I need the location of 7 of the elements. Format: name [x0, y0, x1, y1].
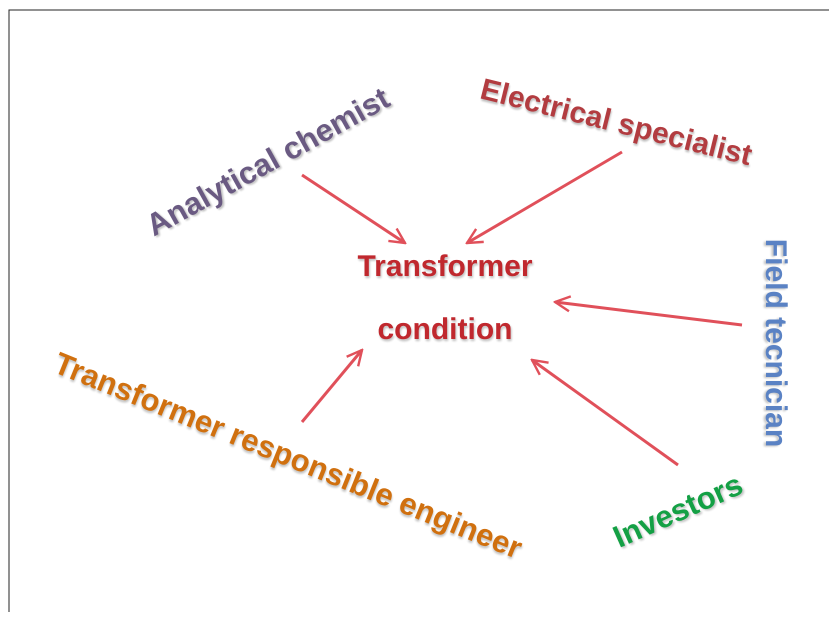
arrow [301, 174, 406, 244]
arrow [466, 150, 623, 244]
arrow [554, 295, 742, 326]
arrow [300, 348, 364, 423]
center-label: Transformer condition [335, 235, 555, 361]
arrow [530, 358, 679, 466]
stakeholder-label: Field tecnician [758, 238, 792, 448]
